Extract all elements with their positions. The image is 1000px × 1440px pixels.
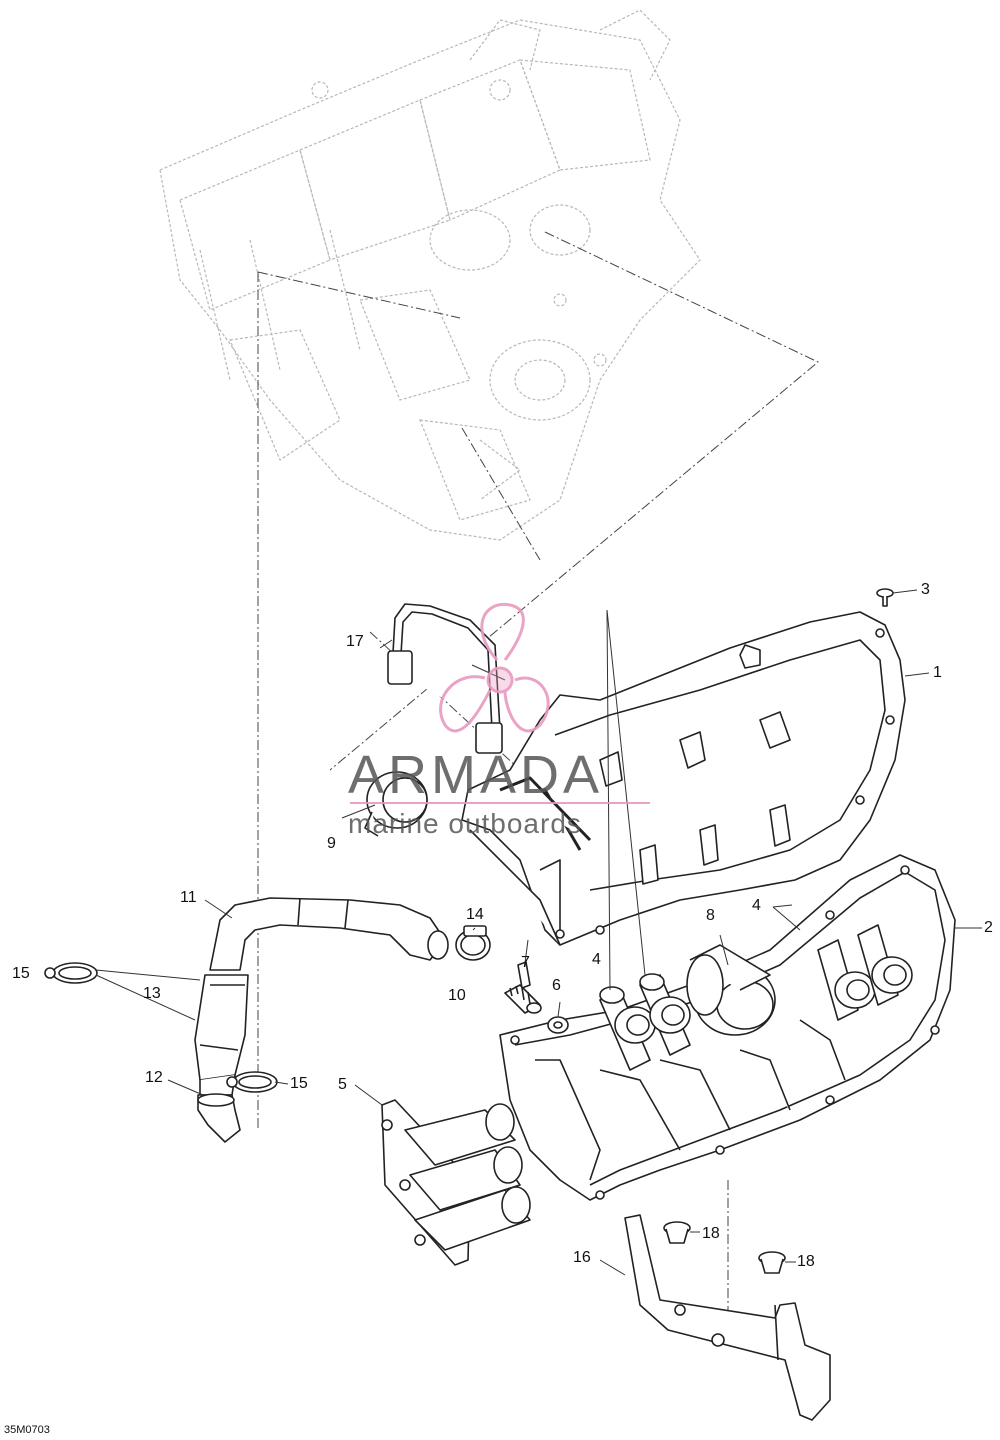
hose-clamps-15: [44, 962, 278, 1093]
velocity-stacks-left: [599, 973, 691, 1071]
watermark-tagline: marine outboards: [348, 808, 582, 839]
diagram-reference-code: 35M0703: [4, 1424, 50, 1436]
callout-2: 2: [984, 919, 993, 936]
velocity-stacks-right: [817, 924, 913, 1021]
engine-ghost: [159, 9, 701, 541]
callout-9: 9: [327, 835, 336, 852]
callout-7: 7: [521, 954, 530, 971]
inline-filter: [194, 974, 249, 1096]
callout-6: 6: [552, 977, 561, 994]
parts: [44, 588, 956, 1421]
mounting-bracket: [624, 1214, 831, 1421]
callout-1: 1: [933, 664, 942, 681]
callout-15-right: 15: [290, 1075, 308, 1092]
coupling-sleeve: [686, 944, 776, 1036]
callout-4-left: 4: [592, 951, 601, 968]
rubber-bumpers: [663, 1221, 786, 1274]
leader-lines: [95, 589, 982, 1276]
inlet-grommet: [364, 771, 428, 837]
callout-18-right: 18: [797, 1253, 815, 1270]
air-box-cover: [461, 611, 906, 946]
callout-12: 12: [145, 1069, 163, 1086]
callout-18-left: 18: [702, 1225, 720, 1242]
callout-11: 11: [180, 889, 197, 906]
breather-hose: [209, 897, 449, 971]
small-grommet: [547, 1016, 569, 1034]
callout-10: 10: [448, 987, 466, 1004]
drain-plug: [504, 961, 542, 1014]
callout-4-right: 4: [752, 897, 761, 914]
callout-15-left: 15: [12, 965, 30, 982]
callout-16: 16: [573, 1249, 591, 1266]
callout-3: 3: [921, 581, 930, 598]
hose-clamp-14: [455, 925, 491, 961]
air-filter-element: [381, 1099, 531, 1266]
elbow-hose: [197, 1093, 241, 1143]
callout-5: 5: [338, 1076, 347, 1093]
screw: [876, 588, 894, 607]
propeller-watermark-logo: [439, 602, 550, 733]
watermark-brand: ARMADA: [348, 745, 604, 805]
callout-14: 14: [466, 906, 484, 923]
callout-8: 8: [706, 907, 715, 924]
callout-17: 17: [346, 633, 364, 650]
callout-13: 13: [143, 985, 161, 1002]
retaining-strap: [387, 603, 503, 754]
